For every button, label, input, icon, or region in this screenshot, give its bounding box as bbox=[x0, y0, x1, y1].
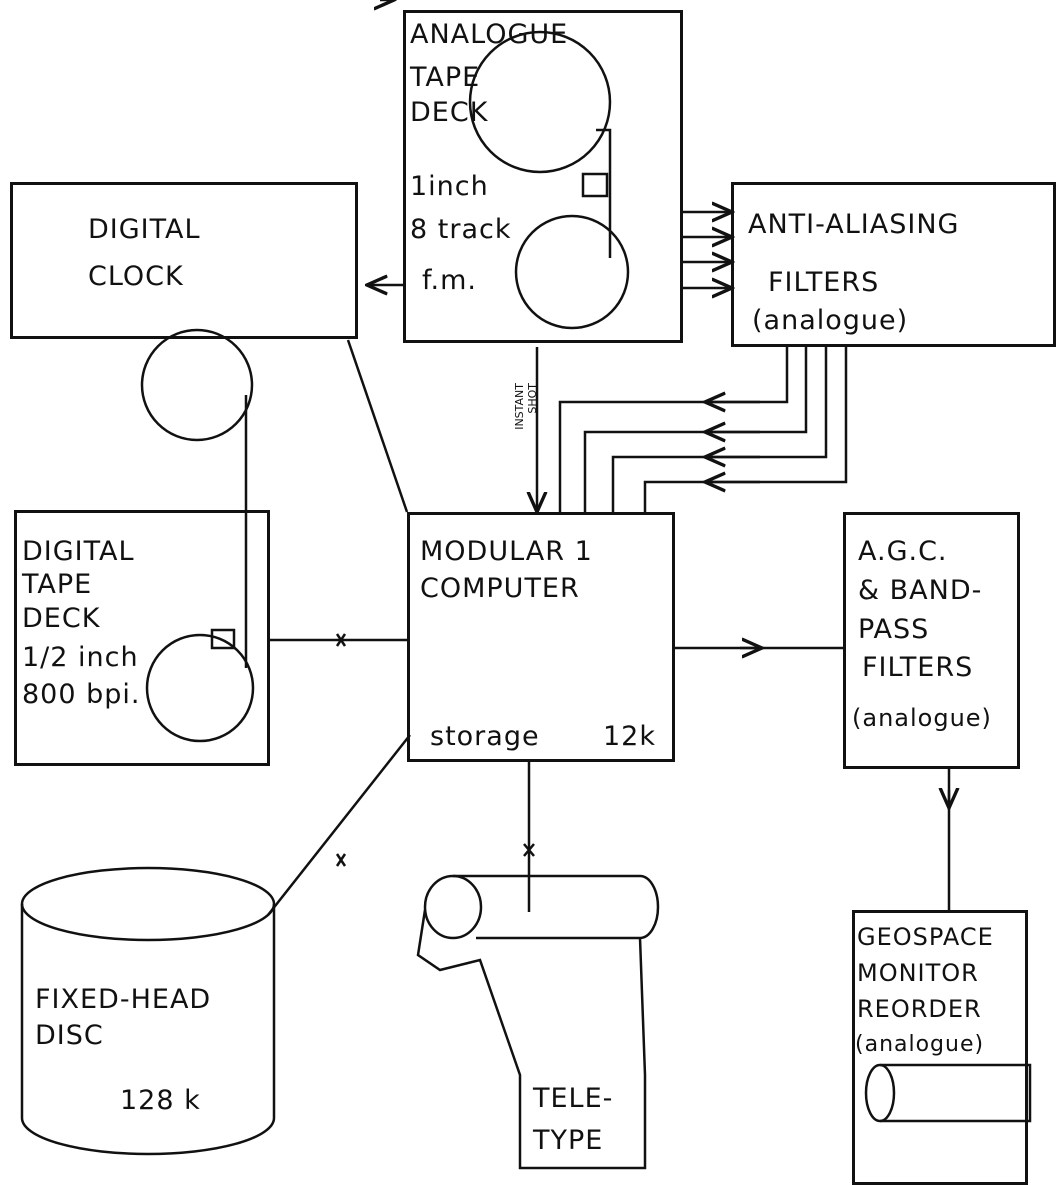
computer-storage-label: storage bbox=[430, 722, 540, 752]
digital-tape-deck-label-5: 800 bpi. bbox=[22, 680, 140, 710]
anti-aliasing-label-1: ANTI-ALIASING bbox=[748, 210, 959, 240]
anti-aliasing-label-2: FILTERS bbox=[768, 268, 879, 298]
digital-clock-label-1: DIGITAL bbox=[88, 215, 201, 245]
geospace-label-4: (analogue) bbox=[855, 1030, 984, 1060]
agc-label-5: (analogue) bbox=[852, 703, 992, 733]
geospace-label-3: REORDER bbox=[857, 994, 982, 1024]
analogue-tape-deck-spec-1: 1inch bbox=[410, 172, 489, 202]
agc-label-1: A.G.C. bbox=[858, 537, 948, 567]
analogue-tape-deck-title-3: DECK bbox=[410, 98, 488, 128]
agc-label-3: PASS bbox=[858, 615, 929, 645]
agc-label-2: & BAND- bbox=[858, 576, 982, 606]
teletype-label-1: TELE- bbox=[533, 1084, 613, 1114]
analogue-tape-deck-title-1: ANALOGUE bbox=[410, 20, 568, 50]
geospace-label-1: GEOSPACE bbox=[857, 922, 994, 952]
disc-label-1: FIXED-HEAD bbox=[35, 985, 211, 1015]
geospace-label-2: MONITOR bbox=[857, 958, 979, 988]
digital-tape-deck-label-3: DECK bbox=[22, 604, 100, 634]
shot-instant-label-2: INSTANT bbox=[514, 383, 525, 430]
digital-tape-deck-label-4: 1/2 inch bbox=[22, 643, 139, 673]
disc-capacity: 128 k bbox=[120, 1086, 201, 1116]
shot-instant-label-1: SHOT bbox=[527, 383, 538, 414]
computer-storage-value: 12k bbox=[603, 722, 656, 752]
computer-label-1: MODULAR 1 bbox=[420, 537, 593, 567]
digital-tape-deck-label-1: DIGITAL bbox=[22, 537, 135, 567]
analogue-tape-deck-spec-2: 8 track bbox=[410, 215, 511, 245]
computer-label-2: COMPUTER bbox=[420, 574, 580, 604]
teletype-label-2: TYPE bbox=[533, 1126, 603, 1156]
digital-reel-top bbox=[142, 330, 252, 440]
agc-label-4: FILTERS bbox=[862, 653, 973, 683]
digital-tape-deck-label-2: TAPE bbox=[22, 570, 92, 600]
disc-label-2: DISC bbox=[35, 1021, 104, 1051]
digital-clock-box bbox=[10, 182, 358, 339]
anti-aliasing-label-3: (analogue) bbox=[752, 306, 908, 336]
digital-clock-label-2: CLOCK bbox=[88, 262, 184, 292]
analogue-tape-deck-title-2: TAPE bbox=[410, 63, 480, 93]
analogue-tape-deck-spec-3: f.m. bbox=[422, 266, 477, 296]
